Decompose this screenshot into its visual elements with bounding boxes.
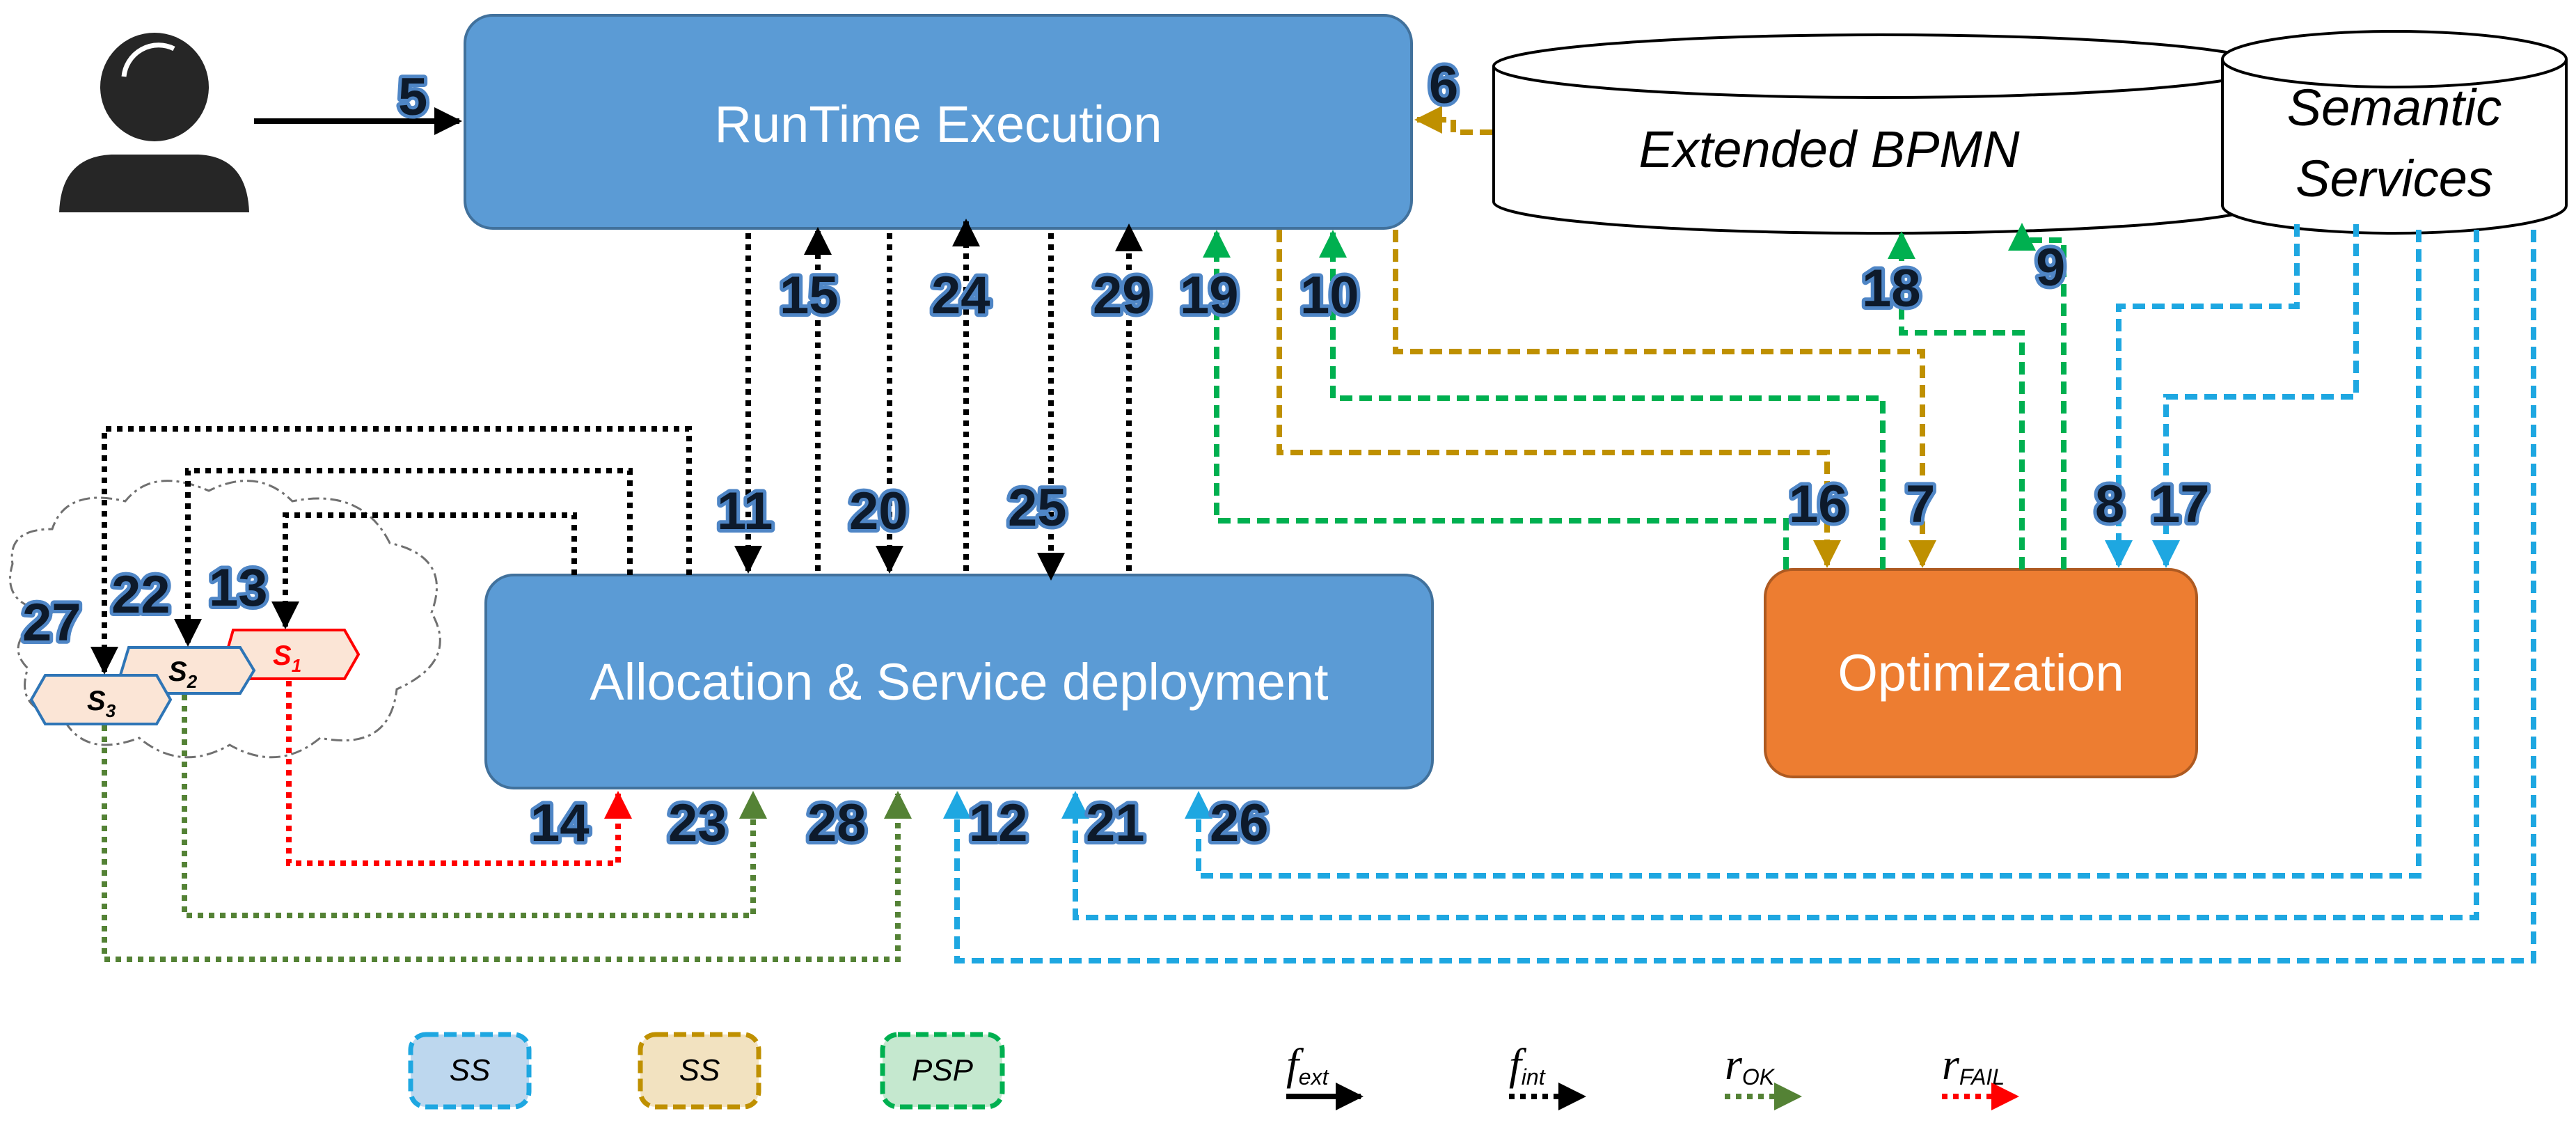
legend-ss-blue-label: SS xyxy=(450,1053,491,1087)
legend-ss-gold-label: SS xyxy=(679,1053,720,1087)
step-18: 18 xyxy=(1862,259,1921,318)
legend-r-ok-sub: OK xyxy=(1742,1064,1776,1089)
arrow-26 xyxy=(1185,230,2421,879)
step-9: 9 xyxy=(2036,238,2065,297)
legend-f-ext: fext xyxy=(1286,1039,1364,1110)
extended-bpmn-label: Extended BPMN xyxy=(1638,120,2020,178)
step-17: 17 xyxy=(2151,475,2210,534)
runtime-execution-label: RunTime Execution xyxy=(715,95,1162,153)
arrow-8 xyxy=(2105,224,2300,568)
legend-ss-blue-box xyxy=(408,1032,532,1110)
step-20: 20 xyxy=(849,482,908,541)
allocation-label: Allocation & Service deployment xyxy=(590,653,1329,711)
legend-f-ext-sub: ext xyxy=(1299,1064,1329,1089)
step-10: 10 xyxy=(1300,266,1359,325)
step-21: 21 xyxy=(1086,794,1145,853)
step-25: 25 xyxy=(1008,478,1067,537)
step-19: 19 xyxy=(1180,266,1239,325)
arrow-21 xyxy=(1061,230,2479,920)
s3-sub: 3 xyxy=(106,700,116,721)
step-13: 13 xyxy=(209,558,268,617)
arrow-9 xyxy=(2008,223,2067,569)
step-6: 6 xyxy=(1429,56,1458,115)
legend-f-int: fint xyxy=(1509,1039,1586,1110)
legend-f-int-sub: int xyxy=(1522,1064,1546,1089)
step-24: 24 xyxy=(931,266,990,325)
arrow-18 xyxy=(1888,231,2025,569)
legend-r-fail: rFAIL xyxy=(1942,1039,2019,1110)
arrow-13 xyxy=(271,512,577,629)
arrow-14 xyxy=(286,681,632,866)
svg-text:S1: S1 xyxy=(273,640,301,676)
s3-label: S xyxy=(87,686,106,716)
optimization-box xyxy=(1764,568,2198,778)
legend-psp-label: PSP xyxy=(912,1053,974,1087)
semantic-services-label-1: Semantic xyxy=(2287,79,2502,136)
arrow-10 xyxy=(1319,230,1886,569)
step-8: 8 xyxy=(2095,475,2124,534)
legend-r-fail-symbol: r xyxy=(1942,1039,1960,1089)
step-labels: 5 6 7 8 9 10 11 12 13 14 15 16 17 18 19 … xyxy=(19,52,2213,856)
s2-sub: 2 xyxy=(187,671,198,692)
arrow-23 xyxy=(182,695,767,918)
step-27: 27 xyxy=(22,593,81,652)
svg-text:fext: fext xyxy=(1286,1039,1329,1089)
step-16: 16 xyxy=(1789,475,1848,534)
svg-text:S3: S3 xyxy=(87,686,116,721)
step-14: 14 xyxy=(530,794,590,853)
legend-ss-gold-box xyxy=(638,1032,761,1110)
legend: SS SS PSP fext fint rOK rFAIL xyxy=(408,1032,2019,1110)
svg-text:rOK: rOK xyxy=(1725,1039,1776,1089)
arrow-17 xyxy=(2152,224,2359,568)
step-15: 15 xyxy=(780,266,839,325)
arrow-16 xyxy=(1277,230,1841,568)
arrow-19 xyxy=(1203,230,1789,569)
service-s3: S3 xyxy=(29,674,173,725)
step-28: 28 xyxy=(807,794,867,853)
s1-label: S xyxy=(273,640,292,671)
legend-r-fail-sub: FAIL xyxy=(1959,1064,2005,1089)
step-12: 12 xyxy=(969,794,1028,853)
step-23: 23 xyxy=(668,794,727,853)
arrow-bpmn-runtime xyxy=(1414,106,1492,135)
step-11: 11 xyxy=(717,482,773,541)
step-7: 7 xyxy=(1906,475,1935,534)
extended-bpmn-database xyxy=(1492,33,2268,235)
semantic-services-database xyxy=(2221,30,2568,235)
semantic-services-label-2: Services xyxy=(2296,150,2493,207)
user-icon xyxy=(59,33,249,212)
step-22: 22 xyxy=(111,565,171,624)
connectors xyxy=(90,106,2536,963)
arrow-7 xyxy=(1393,230,1936,568)
runtime-execution-box xyxy=(464,14,1413,230)
svg-text:fint: fint xyxy=(1509,1039,1546,1089)
arrow-22 xyxy=(174,468,633,647)
s2-label: S xyxy=(168,656,187,687)
s1-sub: 1 xyxy=(292,655,301,676)
allocation-box xyxy=(484,574,1434,789)
legend-r-ok: rOK xyxy=(1725,1039,1802,1110)
legend-r-ok-symbol: r xyxy=(1725,1039,1743,1089)
step-5: 5 xyxy=(398,68,427,127)
svg-text:rFAIL: rFAIL xyxy=(1942,1039,2005,1089)
legend-psp-box xyxy=(880,1032,1005,1110)
step-26: 26 xyxy=(1210,794,1269,853)
optimization-label: Optimization xyxy=(1838,644,2124,702)
step-29: 29 xyxy=(1093,266,1152,325)
arrow-28 xyxy=(102,725,912,962)
arrow-27 xyxy=(90,426,692,675)
svg-text:S2: S2 xyxy=(168,656,198,692)
